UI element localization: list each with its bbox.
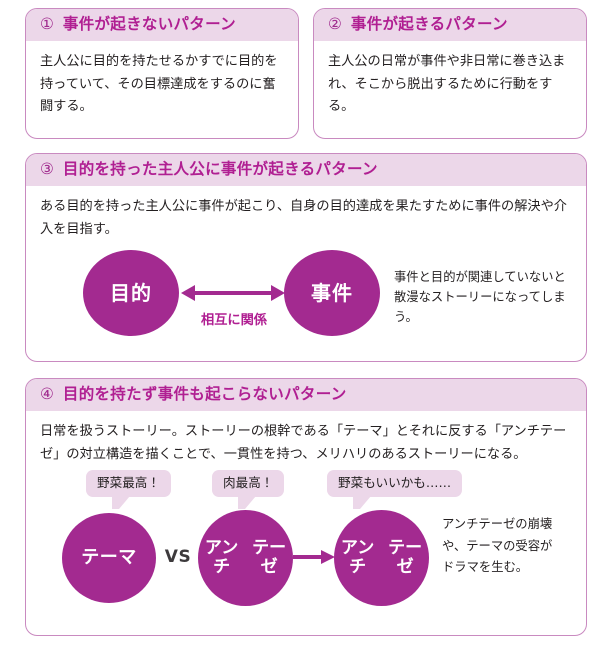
double-headed-arrow-icon xyxy=(181,285,285,302)
circle-theme: テーマ xyxy=(62,513,156,604)
circle-incident: 事件 xyxy=(284,250,380,337)
pattern-card-3-header: ③ 目的を持った主人公に事件が起きるパターン xyxy=(26,154,586,187)
pattern-title-4: 目的を持たず事件も起こらないパターン xyxy=(62,385,347,403)
speech-bubble-1: 野菜最高！ xyxy=(86,470,171,509)
pattern-title-2: 事件が起きるパターン xyxy=(350,15,508,33)
drama-side-note-line-2: や、テーマの受容が xyxy=(442,538,553,553)
relation-side-note: 事件と目的が関連していないと 散漫なストーリーになってしまう。 xyxy=(394,268,586,328)
pattern-card-4: ④ 目的を持たず事件も起こらないパターン 日常を扱うストーリー。ストーリーの根幹… xyxy=(25,378,587,636)
pattern-number-3: ③ xyxy=(40,159,54,178)
thesis-antithesis-diagram: 野菜最高！ 肉最高！ 野菜もいいかも…… テーマ VS アンチテーゼ アンチテー… xyxy=(26,468,586,620)
pattern-title-3: 目的を持った主人公に事件が起きるパターン xyxy=(62,160,378,178)
circle-antithesis-2: アンチテーゼ xyxy=(334,510,429,607)
speech-bubble-2: 肉最高！ xyxy=(212,470,285,509)
pattern-card-1-header: ① 事件が起きないパターン xyxy=(26,9,298,42)
circle-antithesis-1: アンチテーゼ xyxy=(198,510,293,607)
vs-label: VS xyxy=(164,547,192,568)
pattern-card-1: ① 事件が起きないパターン 主人公に目的を持たせるかすでに目的を持っていて、その… xyxy=(25,8,299,139)
circle-purpose: 目的 xyxy=(83,250,179,337)
pattern-card-3: ③ 目的を持った主人公に事件が起きるパターン ある目的を持った主人公に事件が起こ… xyxy=(25,153,587,362)
pattern-title-1: 事件が起きないパターン xyxy=(62,15,236,33)
relation-label: 相互に関係 xyxy=(201,313,267,329)
relation-side-note-line-1: 事件と目的が関連していないと xyxy=(394,270,566,285)
pattern-number-2: ② xyxy=(328,14,342,33)
pattern-card-2-header: ② 事件が起きるパターン xyxy=(314,9,586,42)
relation-side-note-line-2: 散漫なストーリーになってしまう。 xyxy=(394,290,566,325)
pattern-body-3: ある目的を持った主人公に事件が起こり、自身の目的達成を果たすために事件の解決や介… xyxy=(40,199,567,237)
pattern-number-4: ④ xyxy=(40,384,54,403)
pattern-number-1: ① xyxy=(40,14,54,33)
drama-side-note-line-3: ドラマを生む。 xyxy=(442,559,529,574)
drama-side-note: アンチテーゼの崩壊 や、テーマの受容が ドラマを生む。 xyxy=(442,514,552,577)
drama-side-note-line-1: アンチテーゼの崩壊 xyxy=(442,517,553,532)
speech-bubble-3: 野菜もいいかも…… xyxy=(327,470,463,509)
pattern-card-4-header: ④ 目的を持たず事件も起こらないパターン xyxy=(26,379,586,412)
pattern-card-2: ② 事件が起きるパターン 主人公の日常が事件や非日常に巻き込まれ、そこから脱出す… xyxy=(313,8,587,139)
relation-diagram: 目的 相互に関係 事件 事件と目的が関連していないと 散漫なストーリーになってし… xyxy=(26,243,586,351)
pattern-body-4: 日常を扱うストーリー。ストーリーの根幹である「テーマ」とそれに反する「アンチテー… xyxy=(40,424,567,462)
pattern-body-2: 主人公の日常が事件や非日常に巻き込まれ、そこから脱出するために行動をする。 xyxy=(328,54,566,115)
pattern-body-1: 主人公に目的を持たせるかすでに目的を持っていて、その目標達成をするのに奮闘する。 xyxy=(40,54,278,115)
right-arrow-icon xyxy=(293,550,335,565)
